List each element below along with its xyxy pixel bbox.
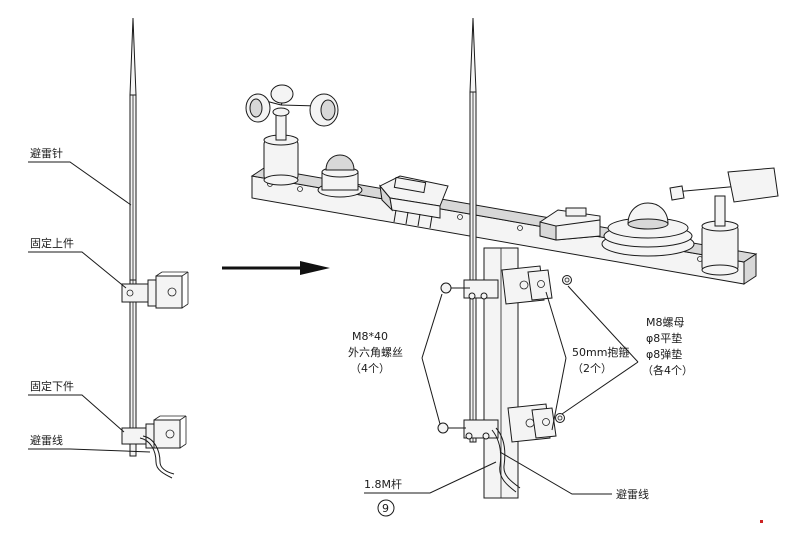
lower-clamp-block — [121, 427, 147, 445]
wind-vane — [669, 167, 779, 276]
vane-fin — [727, 167, 779, 203]
label-pole: 1.8M杆 — [364, 477, 402, 491]
leader-ground-wire-right — [499, 451, 612, 495]
upper-nut — [562, 275, 572, 285]
label-hex-bolt-spec: M8*40 — [352, 330, 388, 343]
label-ground-wire-left: 避雷线 — [30, 433, 63, 447]
anemometer-base — [263, 139, 299, 181]
leader-lower-fixture — [28, 394, 125, 433]
right-rod-tip — [469, 17, 477, 93]
label-clamp-qty: （2个） — [572, 362, 612, 375]
pole-index-circle — [377, 499, 395, 517]
lower-nut — [555, 413, 565, 423]
leader-bolt-lower — [421, 357, 441, 425]
label-lightning-rod: 避雷针 — [30, 146, 63, 160]
label-upper-fixture: 固定上件 — [30, 236, 74, 250]
sensor-box — [379, 175, 449, 229]
leader-pole — [364, 461, 497, 494]
leader-lightning-rod — [28, 161, 132, 206]
label-nut-qty: （各4个） — [642, 363, 693, 377]
label-lower-fixture: 固定下件 — [30, 379, 74, 393]
cup-back — [270, 84, 294, 104]
leader-nut-upper — [567, 285, 639, 363]
label-spring-washer: φ8弹垫 — [646, 347, 682, 361]
leader-ground-wire-left — [28, 448, 151, 453]
transition-arrow — [222, 261, 330, 275]
label-clamp-name: 50mm抱箍 — [572, 345, 629, 359]
left-labels: 避雷针 固定上件 固定下件 避雷线 — [28, 146, 151, 453]
vane-pointer — [669, 185, 685, 201]
right-ground-wire — [491, 429, 517, 493]
upper-clamp-block — [121, 283, 149, 303]
rod-bottom-stub — [129, 443, 137, 457]
rain-sensor-box — [539, 207, 601, 241]
upper-bolt-head — [440, 282, 452, 294]
left-lightning-rod — [129, 17, 137, 431]
label-nut-name: M8螺母 — [646, 316, 685, 329]
right-lower-fixture — [463, 419, 499, 439]
label-flat-washer: φ8平垫 — [646, 331, 682, 345]
label-hex-bolt-name: 外六角螺丝 — [348, 346, 403, 359]
leader-clamp-lower — [551, 357, 567, 431]
left-ground-wire — [139, 437, 173, 479]
right-lower-clamp — [437, 403, 565, 493]
corner-mark — [760, 520, 763, 523]
leader-bolt-upper — [421, 293, 443, 359]
leader-upper-fixture — [28, 251, 127, 289]
leader-nut-lower — [561, 361, 639, 415]
leader-clamp-upper — [545, 291, 567, 359]
upper-clamp-neck — [147, 279, 157, 307]
left-upper-fixture — [121, 271, 189, 309]
upper-bracket-plate — [155, 275, 183, 309]
vane-base — [701, 225, 739, 271]
left-lower-fixture — [121, 415, 187, 479]
right-upper-clamp — [440, 265, 572, 305]
right-lightning-rod — [469, 17, 477, 443]
dome-sensor-right — [601, 202, 695, 257]
lower-bolt-head — [437, 422, 449, 434]
right-leaders — [364, 285, 639, 495]
right-labels: M8*40 外六角螺丝 （4个） 50mm抱箍 （2个） M8螺母 φ8平垫 φ… — [348, 316, 693, 517]
dome-sensor-left — [317, 154, 363, 198]
label-ground-wire-right: 避雷线 — [616, 487, 649, 501]
label-pole-index: 9 — [382, 502, 389, 515]
rod-tip — [129, 17, 137, 96]
anemometer — [245, 84, 339, 186]
label-hex-bolt-qty: （4个） — [350, 362, 390, 375]
lower-bracket-plate — [153, 419, 181, 449]
